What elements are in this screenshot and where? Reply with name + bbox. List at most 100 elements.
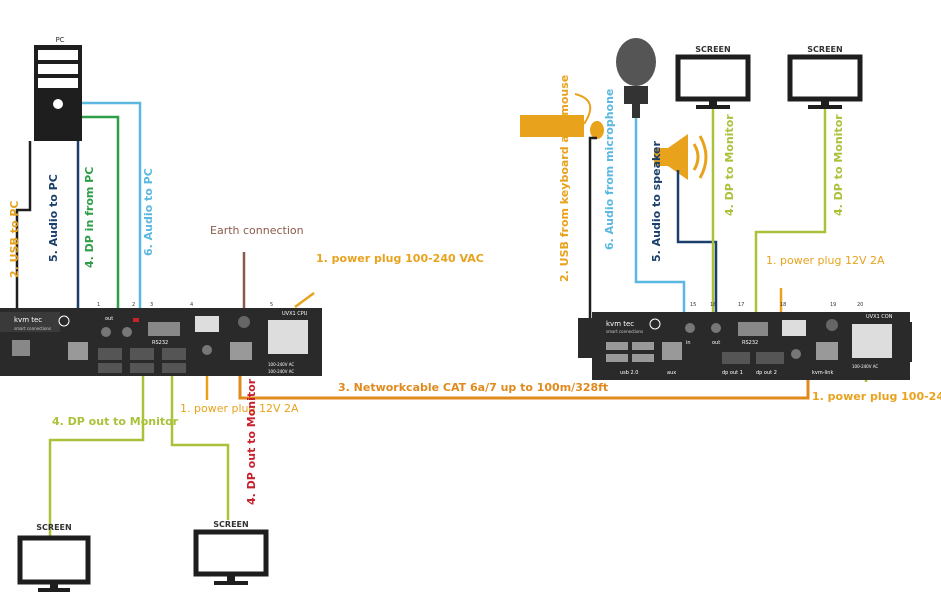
aux-port <box>662 342 682 360</box>
screen-label-left-2: SCREEN <box>213 520 248 529</box>
cable-dp-out-green <box>48 348 145 542</box>
rj45-port-left <box>68 342 88 360</box>
earth-screw-right <box>826 319 838 331</box>
keyboard-mouse-icon <box>520 93 604 139</box>
cable-dp-in-from-pc <box>82 115 120 338</box>
con-model: UVX1 CON <box>866 314 893 320</box>
cpu-brand: kvm tec <box>14 316 42 324</box>
device-uvx1-cpu: kvm tec smart connections UVX1 CPU 1 2 3… <box>0 302 322 376</box>
audio-jack-1 <box>101 327 111 337</box>
usb-port-2 <box>632 342 654 350</box>
rs232-port-left <box>148 322 180 336</box>
port-num-3: 3 <box>150 302 153 308</box>
con-kvm-link-label: kvm-link <box>812 370 833 376</box>
port-num-18: 18 <box>780 302 786 308</box>
dp-port-1 <box>98 348 122 360</box>
power-switch-right <box>782 320 806 336</box>
microphone-icon <box>616 38 656 118</box>
cpu-audio-out-label: out <box>105 316 113 322</box>
cable-audio-speaker <box>676 170 718 325</box>
label-usb-to-pc: 2. USB to PC <box>8 200 21 278</box>
monitor-left-2: SCREEN <box>193 520 269 585</box>
screen-label-left-1: SCREEN <box>36 523 71 532</box>
cable-usb-to-pc <box>15 141 32 340</box>
label-dp-out-monitor-red: 4. DP out to Monitor <box>245 378 258 505</box>
usb-port-3 <box>606 354 628 362</box>
cable-dp-out-red <box>170 370 230 520</box>
label-usb-keyboard: 2. USB from keyboard and mouse <box>558 75 571 282</box>
label-dp-in-from-pc: 4. DP in from PC <box>83 167 96 268</box>
port-num-4: 4 <box>190 302 193 308</box>
dp-port-4 <box>98 363 122 373</box>
power-switch-left <box>195 316 219 332</box>
pc-tower: PC <box>34 36 82 141</box>
cable-audio-mic <box>634 118 686 322</box>
dp-port-6 <box>162 363 186 373</box>
port-num-17: 17 <box>738 302 744 308</box>
label-power-12v-con: 1. power plug 12V 2A <box>766 254 885 267</box>
dc-jack-left <box>202 345 212 355</box>
audio-in-jack <box>685 323 695 333</box>
dp-out-1-port <box>722 352 750 364</box>
monitor-left-1: SCREEN <box>17 523 91 592</box>
label-power-12v-cpu: 1. power plug 12V 2A <box>180 402 299 415</box>
port-num-19: 19 <box>830 302 836 308</box>
label-dp-to-monitor-2: 4. DP to Monitor <box>832 114 845 216</box>
con-dp-out-1-label: dp out 1 <box>722 370 743 376</box>
label-audio-speaker: 5. Audio to speaker <box>650 141 663 262</box>
red-marker <box>133 318 139 322</box>
label-dp-out-monitor-green: 4. DP out to Monitor <box>52 415 179 428</box>
port-num-1: 1 <box>97 302 100 308</box>
label-power-cpu: 1. power plug 100-240 VAC <box>316 252 484 265</box>
con-ac-rating: 100-240V AC <box>852 364 878 369</box>
port-num-20: 20 <box>857 302 863 308</box>
monitor-right-1: SCREEN <box>675 45 751 109</box>
port-num-5: 5 <box>270 302 273 308</box>
label-audio-to-pc: 5. Audio to PC <box>47 174 60 262</box>
con-brand: kvm tec <box>606 320 634 328</box>
speaker-icon <box>654 134 708 180</box>
iec-socket-right <box>852 324 892 358</box>
cable-power-cpu <box>294 291 315 309</box>
cable-audio6-to-pc <box>82 101 142 325</box>
iec-socket-left <box>268 320 308 354</box>
port-num-15: 15 <box>690 302 696 308</box>
dc-jack-right <box>791 349 801 359</box>
con-usb-label: usb 2.0 <box>620 370 639 376</box>
dp-port-5 <box>130 363 154 373</box>
con-rs232-label: RS232 <box>742 340 758 346</box>
monitor-right-2: SCREEN <box>787 45 863 109</box>
cpu-ac-rating-1: 100-240V AC <box>268 362 294 367</box>
device-uvx1-con: kvm tec smart connections UVX1 CON 15 16… <box>578 302 912 380</box>
con-brand-sub: smart connections <box>606 329 643 334</box>
label-audio-mic: 6. Audio from microphone <box>603 89 616 250</box>
audio-jack-2 <box>122 327 132 337</box>
usb-port-4 <box>632 354 654 362</box>
con-aux-label: aux <box>667 370 676 376</box>
pc-label: PC <box>55 36 64 44</box>
con-audio-in-label: in <box>686 340 691 346</box>
usb-b-port <box>12 340 30 356</box>
cable-dp-monitor-2 <box>754 109 827 348</box>
screen-label-right-1: SCREEN <box>695 45 730 54</box>
cpu-brand-sub: smart connections <box>14 326 51 331</box>
label-network: 3. Networkcable CAT 6a/7 up to 100m/328f… <box>338 381 608 394</box>
cpu-ac-rating-2: 100-240V AC <box>268 369 294 374</box>
audio-out-jack <box>711 323 721 333</box>
dp-port-2 <box>130 348 154 360</box>
con-dp-out-2-label: dp out 2 <box>756 370 777 376</box>
earth-screw-left <box>238 316 250 328</box>
cpu-rs232-label: RS232 <box>152 340 168 346</box>
label-audio6-to-pc: 6. Audio to PC <box>142 168 155 256</box>
port-num-16: 16 <box>710 302 716 308</box>
rs232-port-right <box>738 322 768 336</box>
cpu-model: UVX1 CPU <box>282 311 308 317</box>
con-audio-out-label: out <box>712 340 720 346</box>
usb-port-1 <box>606 342 628 350</box>
dp-out-2-port <box>756 352 784 364</box>
kvm-link-port-right <box>816 342 838 360</box>
screen-label-right-2: SCREEN <box>807 45 842 54</box>
kvm-link-port-left <box>230 342 252 360</box>
dp-port-3 <box>162 348 186 360</box>
